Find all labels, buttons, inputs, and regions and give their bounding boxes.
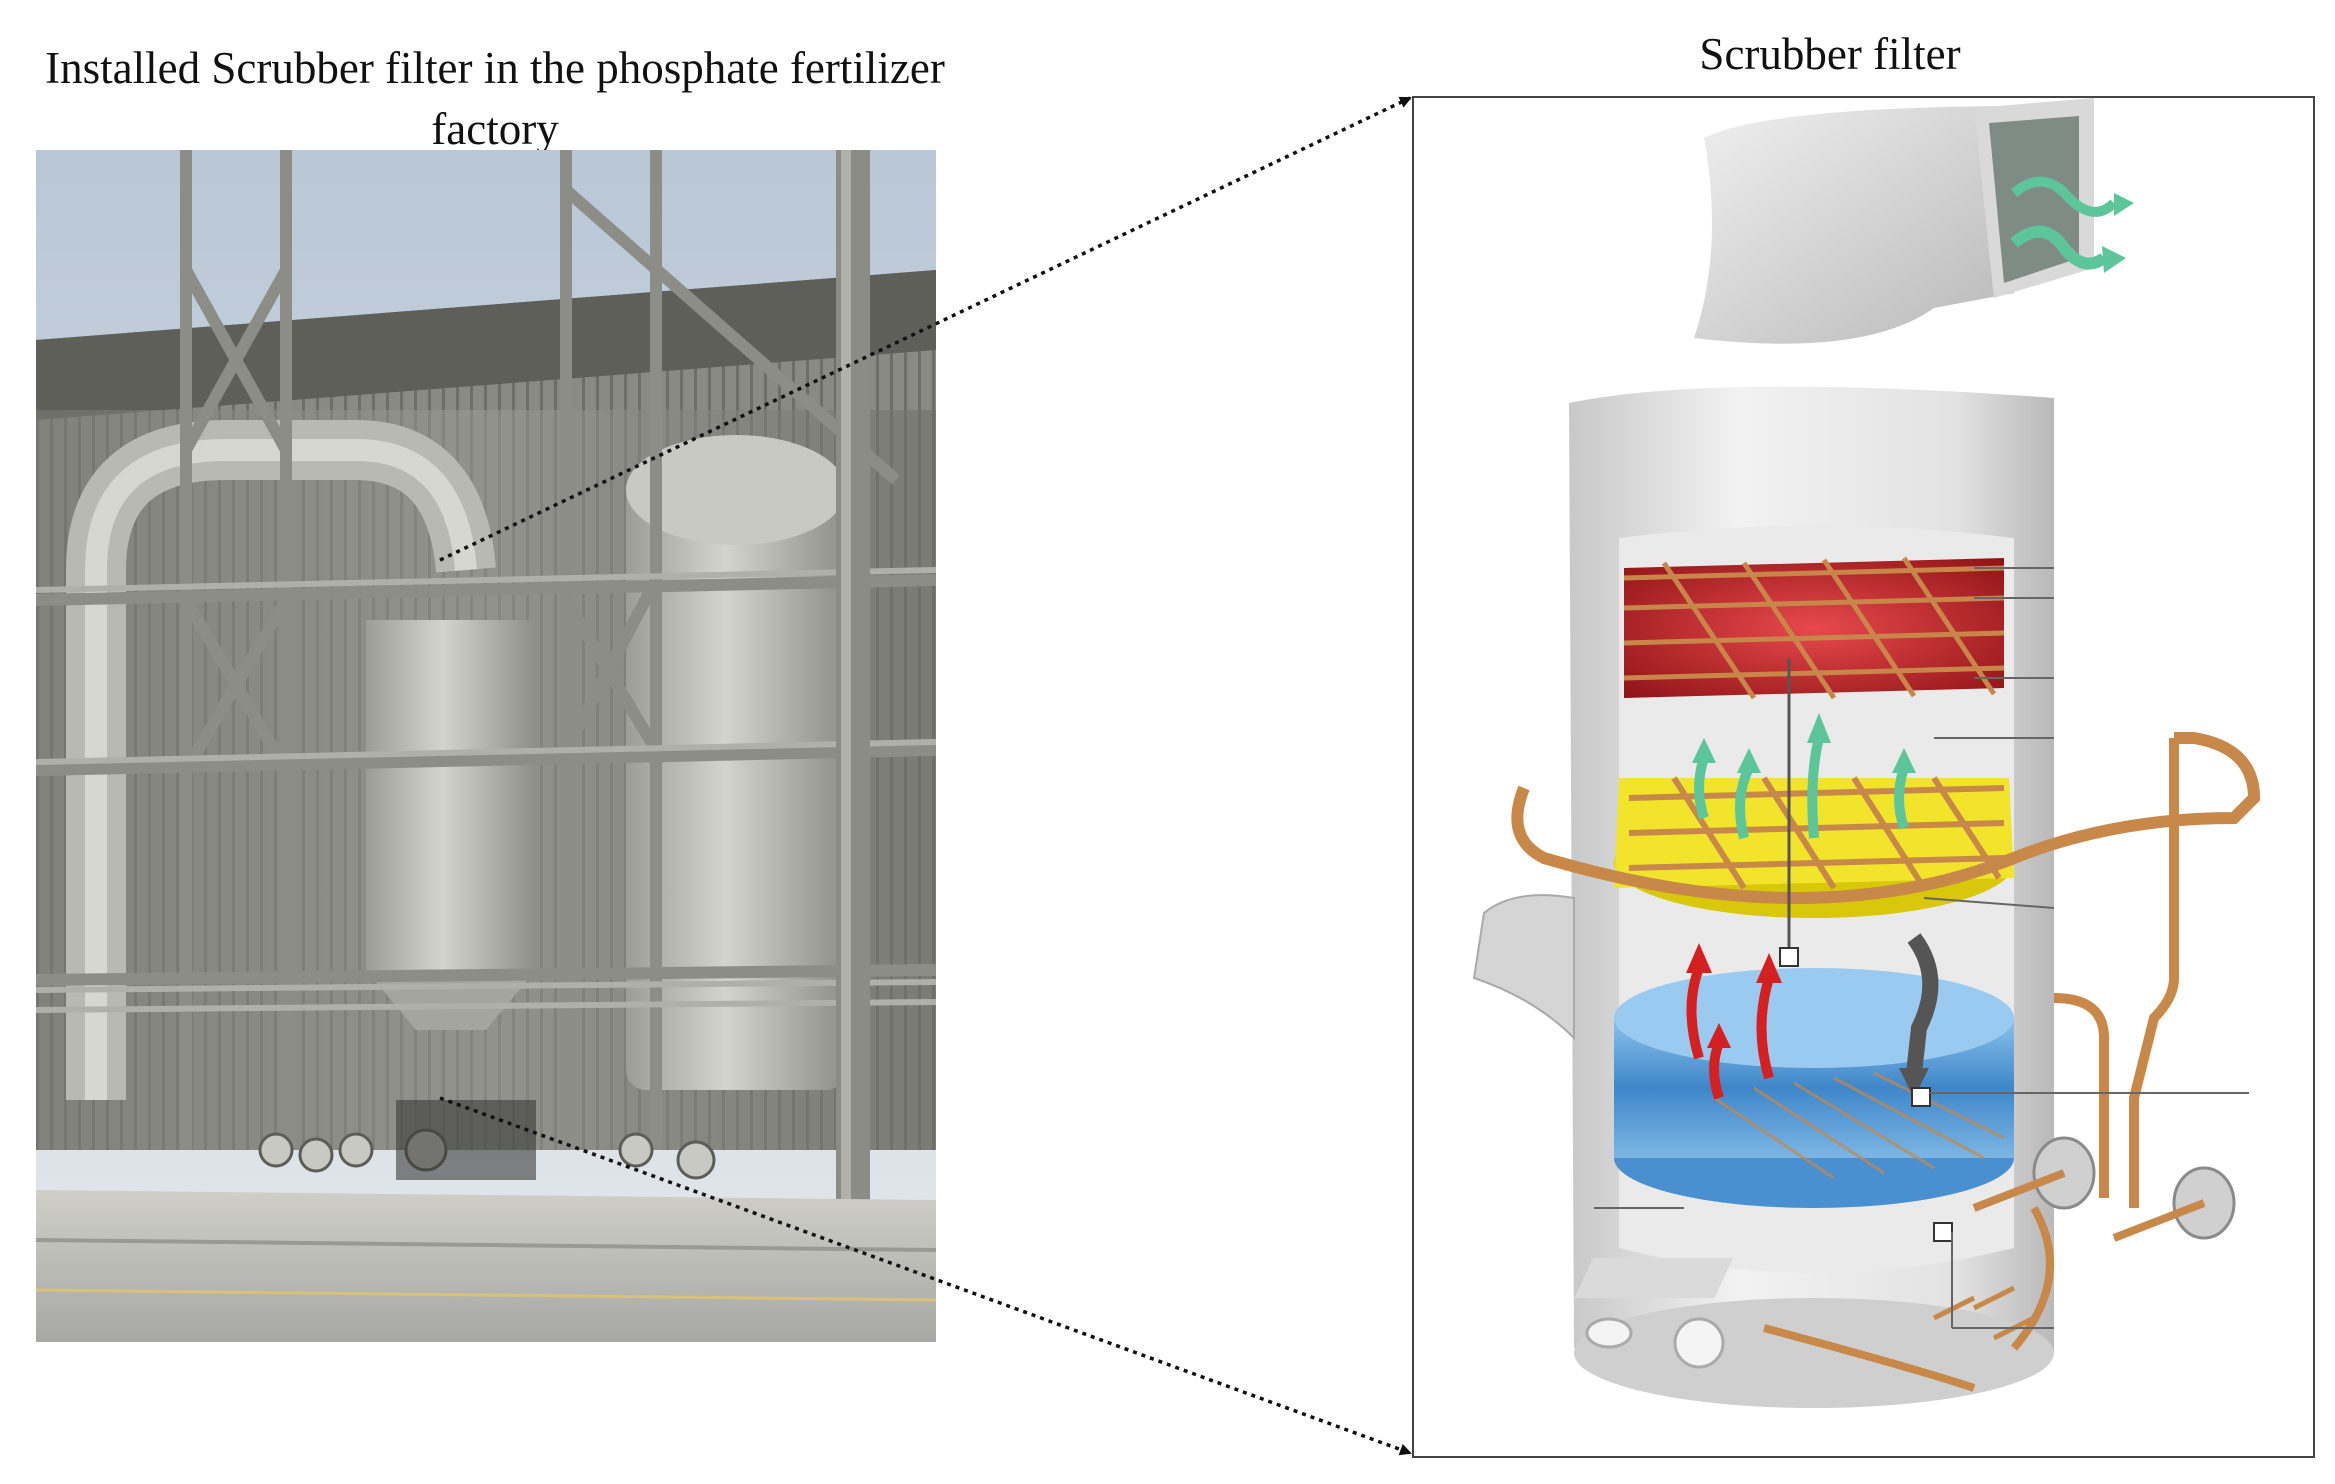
- pump-icon: [1574, 1136, 2236, 1298]
- water-flow-arrow-icon: [1899, 933, 1939, 1098]
- photo-caption: Installed Scrubber filter in the phospha…: [45, 43, 945, 154]
- factory-photo: [36, 150, 936, 1342]
- outlet-duct: [1694, 98, 2134, 344]
- demister-grid: [1623, 556, 2005, 700]
- scrubber-diagram: [1412, 96, 2315, 1458]
- clean-air-arrow-icon: [1694, 736, 1909, 840]
- spray-pipe: [1511, 732, 2261, 904]
- diagram-caption: Scrubber filter: [1699, 29, 1961, 79]
